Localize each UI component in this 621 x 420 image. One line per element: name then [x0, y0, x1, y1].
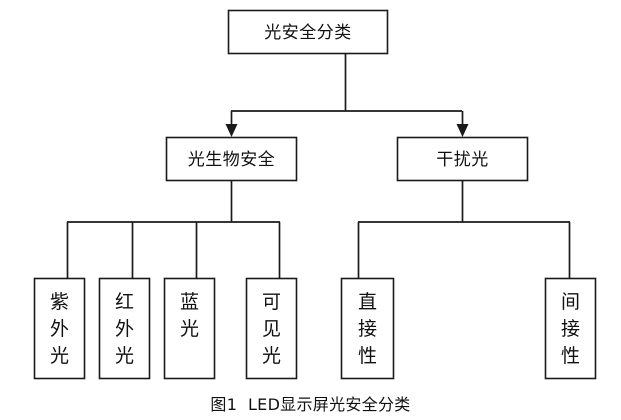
node-direct-property-char-1: 直: [358, 291, 377, 313]
node-visible-light-char-3: 光: [262, 345, 281, 367]
node-indirect-property[interactable]: 间 接 性: [544, 277, 597, 380]
arrowhead-right-l2: [456, 124, 469, 137]
node-ultraviolet-light-char-2: 外: [50, 318, 69, 340]
node-visible-light-char-2: 见: [262, 318, 281, 340]
node-visible-light[interactable]: 可 见 光: [245, 277, 298, 380]
node-ultraviolet-light-char-3: 光: [50, 345, 69, 367]
node-indirect-property-char-2: 接: [561, 318, 580, 340]
node-direct-property-box: [340, 277, 395, 380]
node-visible-light-box: [245, 277, 298, 380]
node-direct-property[interactable]: 直 接 性: [340, 277, 395, 380]
node-visible-light-char-1: 可: [262, 291, 281, 313]
node-infrared-light-char-2: 外: [115, 318, 134, 340]
node-obtrusive-light-label: 干扰光: [436, 150, 489, 170]
node-direct-property-char-2: 接: [358, 318, 377, 340]
connector-root-to-level2: [225, 53, 469, 137]
node-ultraviolet-light-box: [33, 277, 86, 380]
node-indirect-property-char-3: 性: [561, 345, 580, 367]
node-infrared-light-box: [98, 277, 151, 380]
node-infrared-light[interactable]: 红 外 光: [98, 277, 151, 380]
node-indirect-property-box: [544, 277, 597, 380]
node-direct-property-char-3: 性: [358, 345, 377, 367]
node-root-label: 光安全分类: [264, 23, 352, 43]
node-blue-light[interactable]: 蓝 光: [163, 277, 216, 380]
node-ultraviolet-light-char-1: 紫: [50, 291, 69, 313]
node-root-box: [227, 9, 389, 55]
node-indirect-property-char-1: 间: [561, 291, 580, 313]
node-blue-light-char-1: 蓝: [180, 291, 199, 313]
node-photobiological-safety-label: 光生物安全: [188, 150, 276, 170]
node-photobiological-safety-box: [165, 136, 298, 182]
figure-caption: 图1 LED显示屏光安全分类: [210, 395, 411, 414]
node-blue-light-box: [163, 277, 216, 380]
node-infrared-light-char-1: 红: [115, 291, 134, 313]
node-blue-light-char-2: 光: [180, 318, 199, 340]
node-ultraviolet-light[interactable]: 紫 外 光: [33, 277, 86, 380]
connector-left-branch: [66, 180, 281, 278]
node-photobiological-safety[interactable]: 光生物安全: [165, 136, 298, 182]
arrowhead-left-l2: [225, 124, 238, 137]
connector-right-branch: [357, 180, 571, 278]
node-obtrusive-light-box: [396, 136, 529, 182]
node-obtrusive-light[interactable]: 干扰光: [396, 136, 529, 182]
node-infrared-light-char-3: 光: [115, 345, 134, 367]
node-root[interactable]: 光安全分类: [227, 9, 389, 55]
